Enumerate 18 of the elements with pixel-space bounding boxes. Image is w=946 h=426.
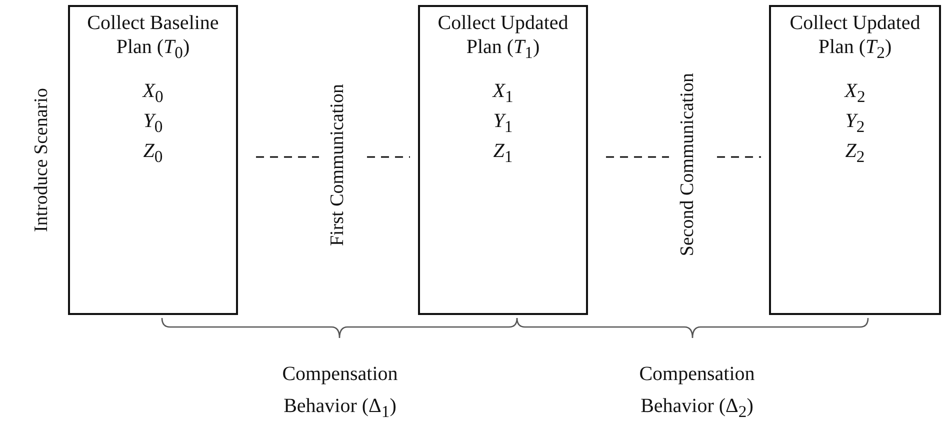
box-heading: Collect Updated Plan (T$_{1}$) (436, 11, 570, 64)
box-heading: Collect Baseline Plan (T$_{0}$) (86, 11, 220, 64)
dashed-connector (256, 156, 319, 158)
variable-list: X$_{0}$ Y$_{0}$ Z$_{0}$ (133, 79, 173, 169)
brace-label: Compensation Behavior (Δ$_{2}$) (638, 362, 756, 423)
brace-label: Compensation Behavior (Δ$_{1}$) (281, 362, 399, 423)
vertical-label: Introduce Scenario (31, 88, 53, 232)
box-heading: Collect Updated Plan (T$_{2}$) (788, 11, 922, 64)
variable-list: X$_{2}$ Y$_{2}$ Z$_{2}$ (835, 79, 875, 169)
dashed-connector (717, 156, 761, 158)
dashed-connector (606, 156, 669, 158)
variable-list: X$_{1}$ Y$_{1}$ Z$_{1}$ (483, 79, 523, 169)
process-box (769, 5, 941, 315)
process-box (68, 5, 238, 315)
vertical-label: First Communication (327, 84, 349, 246)
process-box (418, 5, 588, 315)
dashed-connector (367, 156, 410, 158)
vertical-label: Second Communication (677, 73, 699, 257)
